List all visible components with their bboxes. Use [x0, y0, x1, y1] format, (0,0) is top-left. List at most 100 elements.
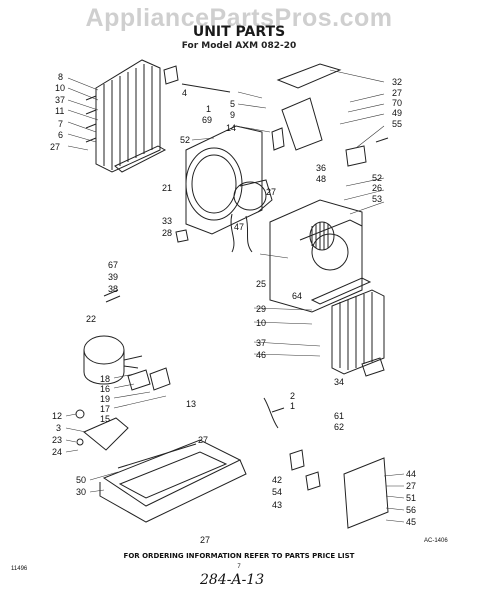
- pan-strip: [114, 145, 167, 173]
- control-knob: [375, 137, 389, 143]
- callout-label: 64: [292, 291, 302, 301]
- callout-label: 27: [406, 481, 416, 491]
- diagram-title: UNIT PARTS: [192, 24, 286, 40]
- diagram-subtitle: For Model AXM 082-20: [181, 41, 297, 51]
- callout-label: 9: [230, 110, 235, 120]
- callout-labels: 8 10 37 11 4 7 6 27 69 1 52 21 33 28 47 …: [50, 72, 416, 545]
- callout-label: 17: [100, 404, 110, 414]
- blower-wheel: [309, 221, 335, 251]
- callout-label: 70: [392, 98, 402, 108]
- callout-label: 4: [182, 88, 187, 98]
- callout-label: 53: [372, 194, 382, 204]
- compressor: [83, 335, 143, 385]
- control-panel: [343, 457, 389, 529]
- callout-label: 56: [406, 505, 416, 515]
- callout-label: 62: [334, 422, 344, 432]
- ordering-note: FOR ORDERING INFORMATION REFER TO PARTS …: [123, 552, 355, 560]
- blower-housing: [269, 199, 372, 313]
- terminal-strip: [361, 357, 385, 377]
- callout-label: 47: [234, 222, 244, 232]
- callout-label: 12: [52, 411, 62, 421]
- callout-label: 11: [55, 106, 64, 116]
- callout-label: 28: [162, 228, 172, 238]
- document-code: 11496: [11, 566, 28, 572]
- callout-label: 10: [55, 83, 65, 93]
- callout-label: 46: [256, 350, 266, 360]
- callout-label: 34: [334, 377, 344, 387]
- callout-label: 18: [100, 374, 110, 384]
- callout-label: 6: [58, 130, 63, 140]
- callout-label: 48: [316, 174, 326, 184]
- rail: [117, 443, 197, 469]
- mounting-bracket: [163, 65, 179, 85]
- wiring-harness: [263, 397, 285, 429]
- callout-label: 29: [256, 304, 266, 314]
- callout-label: 24: [52, 447, 62, 457]
- callout-label: 21: [162, 183, 172, 193]
- leader-lines: [65, 69, 405, 523]
- fan-motor: [230, 179, 273, 253]
- callout-label: 38: [108, 284, 118, 294]
- callout-label: 5: [230, 99, 235, 109]
- grommet: [75, 409, 85, 419]
- callout-label: 50: [76, 475, 86, 485]
- callout-label: 52: [180, 135, 190, 145]
- evaporator-coil: [331, 289, 385, 375]
- callout-label: 27: [392, 88, 402, 98]
- callout-label: 30: [76, 487, 86, 497]
- washer: [76, 438, 84, 446]
- callout-label: 27: [50, 142, 60, 152]
- callout-label: 7: [58, 119, 63, 129]
- callout-label: 52: [372, 173, 382, 183]
- callout-label: 69: [202, 115, 212, 125]
- callout-label: 39: [108, 272, 118, 282]
- callout-label: 15: [100, 414, 110, 424]
- callout-label: 19: [100, 394, 110, 404]
- watermark-text: AppliancePartsPros.com: [85, 4, 393, 32]
- callout-label: 36: [316, 163, 326, 173]
- callout-label: 26: [372, 183, 382, 193]
- callout-label: 27: [198, 435, 208, 445]
- callout-label: 49: [392, 108, 402, 118]
- callout-label: 43: [272, 500, 282, 510]
- figure-reference: AC-1406: [424, 538, 448, 544]
- callout-label: 51: [406, 493, 416, 503]
- callout-label: 23: [52, 435, 62, 445]
- condenser-coil: [85, 59, 161, 173]
- callout-label: 1: [290, 401, 295, 411]
- relay: [149, 367, 171, 391]
- callout-label: 22: [86, 314, 96, 324]
- compressor-mount: [83, 417, 129, 451]
- callout-label: 3: [56, 423, 61, 433]
- top-cover: [276, 63, 342, 89]
- callout-label: 25: [256, 279, 266, 289]
- callout-label: 61: [334, 411, 344, 421]
- fan-shroud: [185, 125, 263, 235]
- rod: [181, 83, 231, 93]
- callout-label: 37: [55, 95, 65, 105]
- callout-label: 45: [406, 517, 416, 527]
- callout-label: 67: [108, 260, 118, 270]
- screws: [103, 289, 121, 303]
- mounting-bracket-center: [281, 97, 323, 151]
- mounting-clip: [175, 229, 189, 243]
- callout-label: 32: [392, 77, 402, 87]
- callout-label: 1: [206, 104, 211, 114]
- control-switch: [345, 145, 367, 167]
- callout-label: 13: [186, 399, 196, 409]
- small-bracket: [271, 127, 285, 151]
- callout-label: 27: [200, 535, 210, 545]
- handwritten-note: 284-A-13: [200, 572, 265, 588]
- terminal-block: [289, 449, 305, 471]
- connector: [305, 471, 321, 491]
- callout-label: 42: [272, 475, 282, 485]
- callout-label: 10: [256, 318, 266, 328]
- callout-label: 37: [256, 338, 266, 348]
- callout-label: 8: [58, 72, 63, 82]
- callout-label: 16: [100, 384, 110, 394]
- page-number: 7: [237, 564, 241, 570]
- callout-label: 14: [226, 123, 236, 133]
- overload-protector: [127, 369, 151, 391]
- callout-label: 33: [162, 216, 172, 226]
